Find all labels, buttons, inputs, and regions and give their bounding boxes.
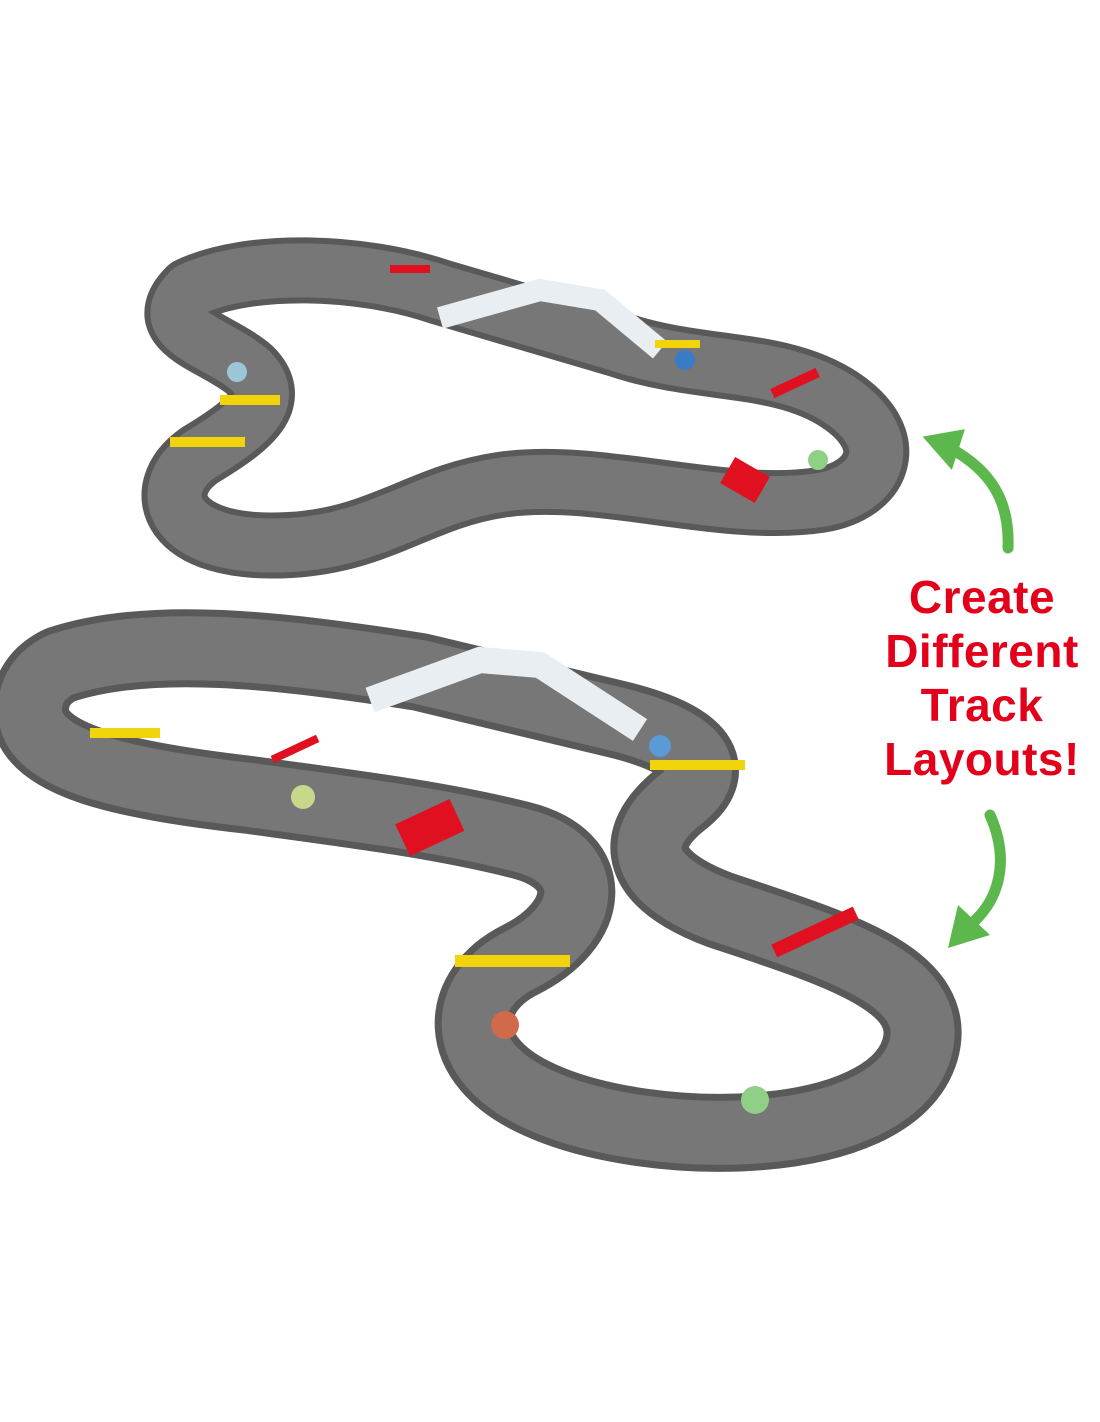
caption-line: Different	[885, 625, 1079, 677]
bridge	[437, 278, 668, 359]
gate	[90, 728, 160, 738]
gate	[170, 437, 245, 447]
bridge	[365, 646, 648, 741]
gate	[655, 340, 700, 348]
track-layout-top	[141, 237, 910, 579]
ramp	[395, 799, 465, 857]
gate	[455, 955, 570, 967]
ramp	[720, 457, 770, 503]
caption-line: Create	[908, 571, 1056, 623]
ball	[808, 450, 828, 470]
ball	[675, 350, 695, 370]
ball	[649, 735, 671, 757]
arch	[270, 734, 320, 764]
gate	[650, 760, 745, 770]
ramp	[771, 906, 859, 958]
track-layout-bottom	[0, 609, 962, 1172]
arch	[390, 265, 430, 273]
headline-caption: Create Different Track Layouts!	[862, 570, 1100, 786]
gate	[220, 395, 280, 405]
ball	[291, 785, 315, 809]
caption-line: Track	[920, 679, 1044, 731]
ball	[741, 1086, 769, 1114]
track-surface	[0, 616, 955, 1165]
ball	[227, 362, 247, 382]
track-surface	[147, 243, 904, 573]
curved-arrow-up-icon	[922, 429, 1014, 554]
ramp	[770, 367, 820, 399]
ball	[491, 1011, 519, 1039]
caption-line: Layouts!	[884, 733, 1080, 785]
curved-arrow-down-icon	[948, 809, 1006, 948]
